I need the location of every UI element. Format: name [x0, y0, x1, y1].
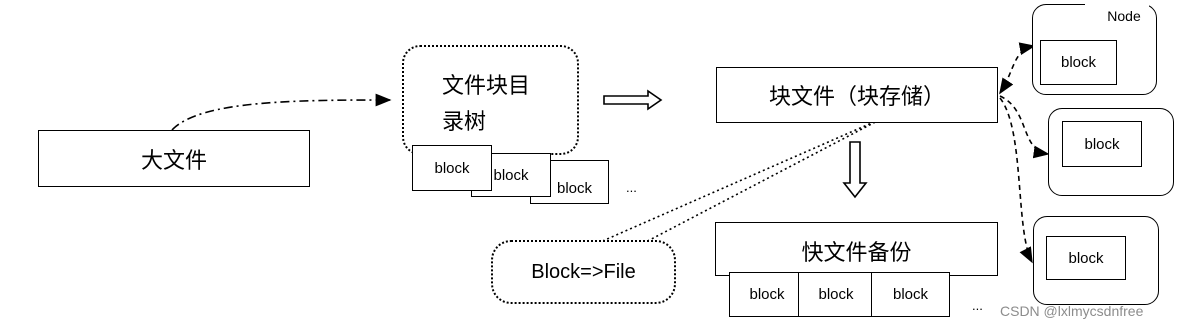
hollow-arrow-right-icon	[603, 89, 663, 111]
bottom-block-1: block	[729, 272, 805, 317]
hollow-arrow-down-icon	[842, 141, 868, 199]
big-file-label: 大文件	[140, 148, 207, 174]
bottom-block-3: block	[871, 272, 950, 317]
backup-label: 快文件备份	[801, 241, 912, 266]
callout-text: Block=>File	[531, 260, 636, 283]
callout-bubble: Block=>File	[491, 240, 676, 304]
left-ellipsis: ...	[626, 180, 637, 195]
left-block-1: block	[412, 145, 492, 191]
bottom-block-2: block	[798, 272, 874, 317]
node-label: Node	[1107, 8, 1141, 24]
directory-tree-line2: 录树	[442, 110, 487, 135]
node-3-block: block	[1046, 236, 1126, 280]
bottom-ellipsis: ...	[972, 298, 983, 313]
node-arrow-top	[999, 42, 1036, 95]
directory-tree-line1: 文件块目	[442, 74, 531, 99]
node-2-block: block	[1062, 121, 1142, 167]
node-1-gap	[1085, 1, 1149, 23]
node-arrow-bottom	[999, 97, 1033, 264]
node-arrow-middle	[999, 95, 1050, 159]
block-file-box: 块文件（块存储）	[716, 67, 998, 123]
watermark: CSDN @lxlmycsdnfree	[1000, 303, 1144, 319]
directory-tree-box: 文件块目 录树	[402, 45, 579, 155]
backup-box: 快文件备份	[715, 222, 998, 276]
node-1-block: block	[1040, 40, 1117, 85]
block-file-label: 块文件（块存储）	[768, 85, 945, 110]
big-file-box: 大文件	[38, 130, 310, 187]
file-to-tree-connector	[171, 93, 392, 131]
